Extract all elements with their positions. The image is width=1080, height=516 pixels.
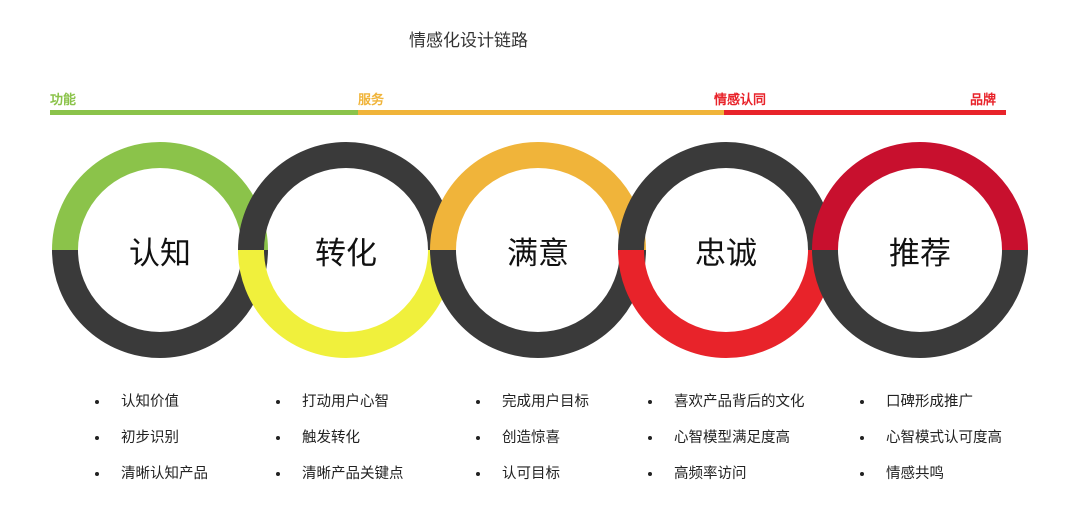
bullet-dot xyxy=(476,436,480,440)
bullet-list-loyalty: 喜欢产品背后的文化 心智模型满足度高 高频率访问 xyxy=(648,392,805,500)
list-item: 清晰产品关键点 xyxy=(276,464,404,500)
ring-loyalty-top-arc xyxy=(618,142,834,251)
list-item-text: 心智模型满足度高 xyxy=(674,430,790,446)
ring-cognition-top-arc xyxy=(52,142,268,251)
bullet-dot xyxy=(95,400,99,404)
list-item: 打动用户心智 xyxy=(276,392,404,428)
ring-conversion-top-arc xyxy=(238,142,454,251)
stage-label-emotional-identity: 情感认同 xyxy=(714,93,767,108)
list-item-text: 清晰产品关键点 xyxy=(302,466,404,482)
bullet-dot xyxy=(95,436,99,440)
stage-label-brand: 品牌 xyxy=(970,93,997,108)
ring-loyalty-bottom-arc xyxy=(618,249,834,358)
bullet-dot xyxy=(276,400,280,404)
list-item-text: 清晰认知产品 xyxy=(121,466,208,482)
list-item-text: 完成用户目标 xyxy=(502,394,589,410)
bullet-list-cognition: 认知价值 初步识别 清晰认知产品 xyxy=(95,392,208,500)
list-item: 口碑形成推广 xyxy=(860,392,1002,428)
ring-cognition xyxy=(52,142,268,358)
bullet-dot xyxy=(476,472,480,476)
list-item-text: 触发转化 xyxy=(302,430,360,446)
list-item: 完成用户目标 xyxy=(476,392,589,428)
list-item-text: 高频率访问 xyxy=(674,466,747,482)
list-item: 清晰认知产品 xyxy=(95,464,208,500)
bullet-dot xyxy=(648,400,652,404)
list-item-text: 初步识别 xyxy=(121,430,179,446)
bullet-dot xyxy=(860,400,864,404)
bullet-list-satisfaction: 完成用户目标 创造惊喜 认可目标 xyxy=(476,392,589,500)
ring-recommendation xyxy=(812,142,1028,358)
ring-conversion-bottom-arc xyxy=(238,249,454,358)
ring-conversion xyxy=(238,142,454,358)
stage-label-function: 功能 xyxy=(50,93,77,108)
ring-label-cognition: 认知 xyxy=(129,236,191,272)
ring-label-satisfaction: 满意 xyxy=(507,236,569,272)
ring-label-loyalty: 忠诚 xyxy=(695,236,757,272)
list-item: 心智模式认可度高 xyxy=(860,428,1002,464)
bullet-dot xyxy=(648,436,652,440)
ring-loyalty xyxy=(618,142,834,358)
list-item-text: 喜欢产品背后的文化 xyxy=(674,394,805,410)
bullet-dot xyxy=(860,436,864,440)
bullet-list-conversion: 打动用户心智 触发转化 清晰产品关键点 xyxy=(276,392,404,500)
bullet-list-recommendation: 口碑形成推广 心智模式认可度高 情感共鸣 xyxy=(860,392,1002,500)
ring-satisfaction-top-arc xyxy=(430,142,646,251)
stage-label-service: 服务 xyxy=(358,93,385,108)
list-item: 认可目标 xyxy=(476,464,589,500)
bullet-dot xyxy=(276,436,280,440)
list-item-text: 认知价值 xyxy=(121,394,179,410)
list-item: 喜欢产品背后的文化 xyxy=(648,392,805,428)
ring-label-recommendation: 推荐 xyxy=(889,236,951,272)
list-item-text: 心智模式认可度高 xyxy=(886,430,1002,446)
bullet-dot xyxy=(95,472,99,476)
ring-satisfaction-bottom-arc xyxy=(430,249,646,358)
list-item: 认知价值 xyxy=(95,392,208,428)
bullet-dot xyxy=(648,472,652,476)
ring-recommendation-top-arc xyxy=(812,142,1028,251)
list-item: 创造惊喜 xyxy=(476,428,589,464)
progress-segment-emotion xyxy=(724,110,1006,115)
list-item-text: 认可目标 xyxy=(502,466,560,482)
ring-recommendation-bottom-arc xyxy=(812,249,1028,358)
bullet-dot xyxy=(276,472,280,476)
list-item-text: 创造惊喜 xyxy=(502,430,560,446)
ring-label-conversion: 转化 xyxy=(315,236,377,272)
bullet-dot xyxy=(860,472,864,476)
list-item: 触发转化 xyxy=(276,428,404,464)
list-item-text: 打动用户心智 xyxy=(302,394,389,410)
progress-segment-service xyxy=(358,110,724,115)
ring-cognition-bottom-arc xyxy=(52,249,268,358)
progress-segment-function xyxy=(50,110,358,115)
list-item: 初步识别 xyxy=(95,428,208,464)
list-item: 高频率访问 xyxy=(648,464,805,500)
list-item-text: 口碑形成推广 xyxy=(886,394,973,410)
list-item: 心智模型满足度高 xyxy=(648,428,805,464)
diagram-title: 情感化设计链路 xyxy=(409,31,528,51)
list-item: 情感共鸣 xyxy=(860,464,1002,500)
list-item-text: 情感共鸣 xyxy=(886,466,944,482)
bullet-dot xyxy=(476,400,480,404)
ring-satisfaction xyxy=(430,142,646,358)
